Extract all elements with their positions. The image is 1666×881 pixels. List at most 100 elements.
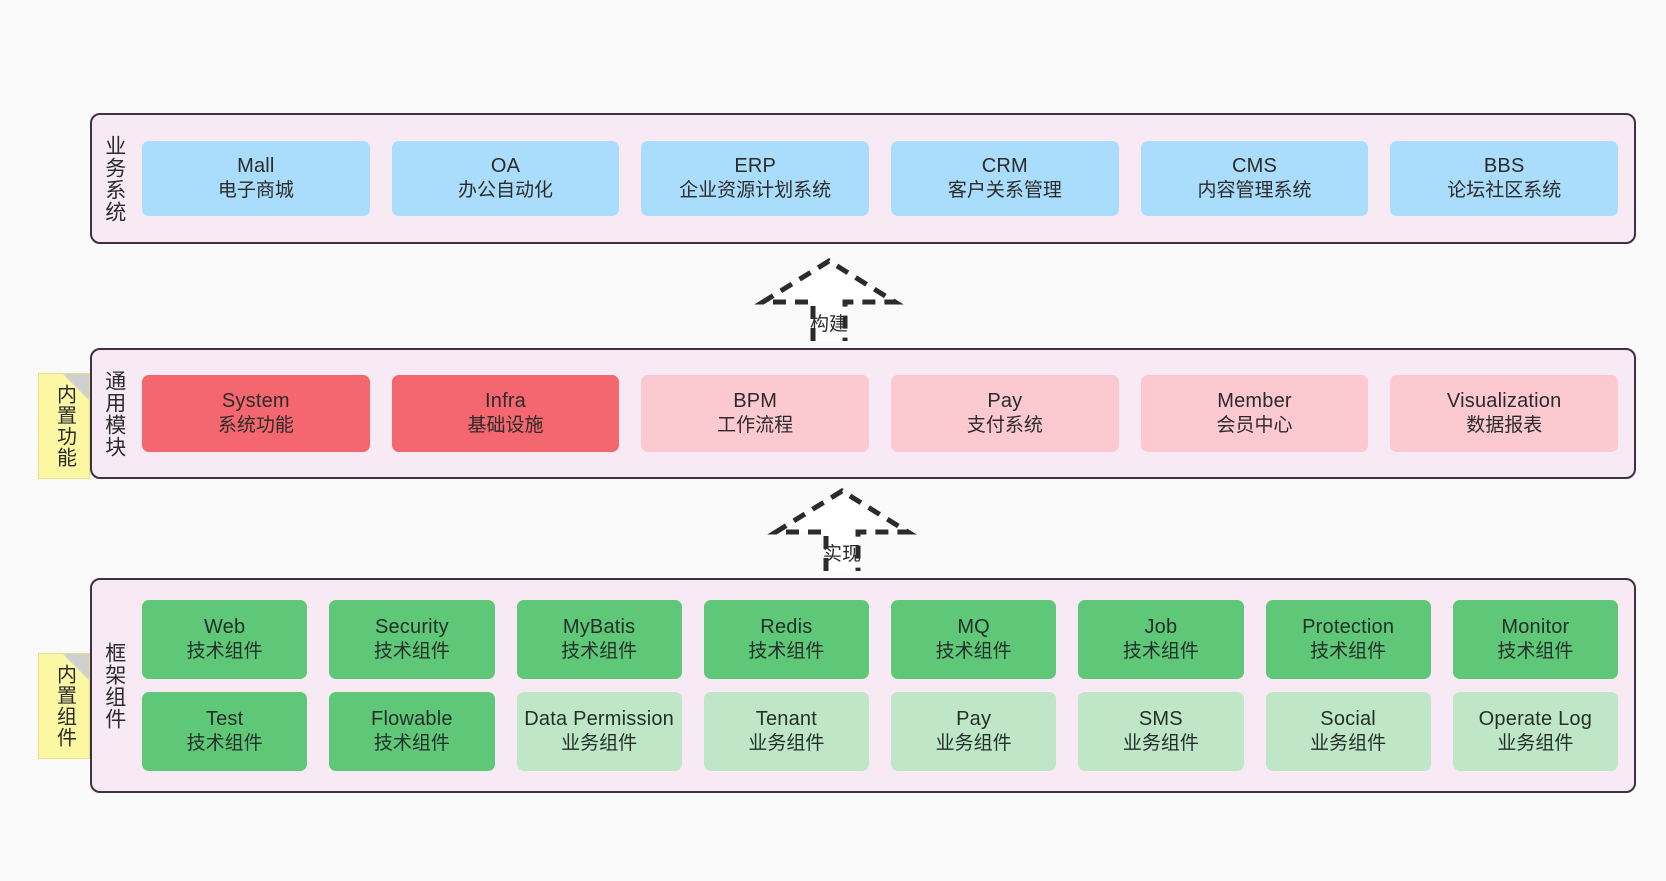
node-erp-en: ERP <box>734 154 777 177</box>
node-erp-cn: 企业资源计划系统 <box>679 179 832 201</box>
node-protection[interactable]: Protection 技术组件 <box>1265 600 1431 679</box>
node-oa-en: OA <box>490 154 521 177</box>
node-protection-en: Protection <box>1302 615 1395 638</box>
node-member-cn: 会员中心 <box>1216 414 1293 436</box>
node-flowable-cn: 技术组件 <box>373 732 450 754</box>
node-sms[interactable]: SMS 业务组件 <box>1078 692 1244 771</box>
node-cms[interactable]: CMS 内容管理系统 <box>1140 141 1369 216</box>
node-system-en: System <box>221 389 290 412</box>
layer-framework-row-tech: Web 技术组件 Security 技术组件 MyBatis 技术组件 Redi… <box>142 600 1618 679</box>
sticky-note-builtin-features[interactable]: 内置功能 <box>38 373 90 479</box>
node-crm[interactable]: CRM 客户关系管理 <box>891 141 1119 216</box>
node-social[interactable]: Social 业务组件 <box>1265 692 1431 771</box>
connector-implement-label: 实现 <box>822 544 861 565</box>
node-system[interactable]: System 系统功能 <box>142 375 370 452</box>
node-member-en: Member <box>1217 389 1292 412</box>
node-erp[interactable]: ERP 企业资源计划系统 <box>641 141 870 216</box>
sticky-note-builtin-components-label: 内置组件 <box>53 664 76 748</box>
node-mq[interactable]: MQ 技术组件 <box>891 600 1057 679</box>
node-data-permission-en: Data Permission <box>524 707 674 730</box>
node-tenant-cn: 业务组件 <box>748 732 825 754</box>
node-mall-en: Mall <box>237 154 275 177</box>
node-mall-cn: 电子商城 <box>217 179 294 201</box>
layer-business: 业务系统 Mall 电子商城 OA 办公自动化 ERP 企业资源计划系统 CRM <box>90 113 1636 244</box>
connector-implement-arrow: 实现 <box>767 488 917 572</box>
node-security-cn: 技术组件 <box>373 640 450 662</box>
node-social-cn: 业务组件 <box>1310 732 1387 754</box>
node-test-cn: 技术组件 <box>186 732 263 754</box>
node-security-en: Security <box>374 615 449 638</box>
node-crm-cn: 客户关系管理 <box>947 179 1062 201</box>
node-system-cn: 系统功能 <box>217 414 294 436</box>
node-flowable[interactable]: Flowable 技术组件 <box>329 692 495 771</box>
node-monitor-cn: 技术组件 <box>1497 640 1574 662</box>
node-redis[interactable]: Redis 技术组件 <box>703 600 869 679</box>
node-mybatis[interactable]: MyBatis 技术组件 <box>516 600 682 679</box>
layer-framework-components: 框架组件 Web 技术组件 Security 技术组件 MyBatis 技术组件… <box>90 578 1636 793</box>
node-visualization-cn: 数据报表 <box>1466 414 1543 436</box>
layer-common-modules-title: 通用模块 <box>102 369 126 458</box>
layer-business-row: Mall 电子商城 OA 办公自动化 ERP 企业资源计划系统 CRM 客户关系… <box>142 141 1619 216</box>
node-protection-cn: 技术组件 <box>1310 640 1387 662</box>
node-bpm[interactable]: BPM 工作流程 <box>641 375 870 452</box>
node-sms-cn: 业务组件 <box>1122 732 1199 754</box>
node-operate-log[interactable]: Operate Log 业务组件 <box>1452 692 1618 771</box>
node-redis-en: Redis <box>760 615 813 638</box>
node-web-en: Web <box>203 615 246 638</box>
node-infra-cn: 基础设施 <box>467 414 544 436</box>
node-visualization-en: Visualization <box>1446 389 1562 412</box>
node-monitor-en: Monitor <box>1501 615 1570 638</box>
node-social-en: Social <box>1320 707 1376 730</box>
layer-common-modules-row: System 系统功能 Infra 基础设施 BPM 工作流程 Pay 支付系统… <box>142 375 1619 452</box>
node-flowable-en: Flowable <box>371 707 453 730</box>
node-cms-en: CMS <box>1232 154 1278 177</box>
node-crm-en: CRM <box>981 154 1028 177</box>
node-web[interactable]: Web 技术组件 <box>142 600 308 679</box>
node-monitor[interactable]: Monitor 技术组件 <box>1452 600 1618 679</box>
node-operate-log-cn: 业务组件 <box>1497 732 1574 754</box>
sticky-note-builtin-features-label: 内置功能 <box>53 384 76 468</box>
layer-common-modules: 通用模块 System 系统功能 Infra 基础设施 BPM 工作流程 Pay <box>90 348 1636 479</box>
node-tenant[interactable]: Tenant 业务组件 <box>703 692 869 771</box>
node-data-permission[interactable]: Data Permission 业务组件 <box>516 692 682 771</box>
node-sms-en: SMS <box>1138 707 1183 730</box>
node-mq-en: MQ <box>957 615 990 638</box>
node-oa[interactable]: OA 办公自动化 <box>391 141 620 216</box>
node-mall[interactable]: Mall 电子商城 <box>142 141 370 216</box>
node-test[interactable]: Test 技术组件 <box>142 692 308 771</box>
node-job-en: Job <box>1144 615 1178 638</box>
layer-common-modules-body: System 系统功能 Infra 基础设施 BPM 工作流程 Pay 支付系统… <box>136 350 1634 477</box>
connector-build-arrow: 构建 <box>754 258 904 342</box>
layer-framework-row-business: Test 技术组件 Flowable 技术组件 Data Permission … <box>142 692 1618 771</box>
node-oa-cn: 办公自动化 <box>458 179 554 201</box>
node-member[interactable]: Member 会员中心 <box>1140 375 1369 452</box>
node-operate-log-en: Operate Log <box>1478 707 1593 730</box>
layer-framework-components-title: 框架组件 <box>102 641 126 730</box>
node-pay-component-en: Pay <box>956 707 992 730</box>
node-pay-module-cn: 支付系统 <box>966 414 1043 436</box>
node-mq-cn: 技术组件 <box>935 640 1012 662</box>
node-mybatis-en: MyBatis <box>562 615 636 638</box>
connector-build-label: 构建 <box>809 314 848 335</box>
layer-business-body: Mall 电子商城 OA 办公自动化 ERP 企业资源计划系统 CRM 客户关系… <box>136 115 1634 242</box>
node-redis-cn: 技术组件 <box>748 640 825 662</box>
note-fold-icon <box>63 374 89 400</box>
node-web-cn: 技术组件 <box>186 640 263 662</box>
node-infra-en: Infra <box>484 389 527 412</box>
node-pay-component[interactable]: Pay 业务组件 <box>891 692 1057 771</box>
node-security[interactable]: Security 技术组件 <box>329 600 495 679</box>
node-cms-cn: 内容管理系统 <box>1197 179 1312 201</box>
node-pay-component-cn: 业务组件 <box>935 732 1012 754</box>
sticky-note-builtin-components[interactable]: 内置组件 <box>38 653 90 759</box>
node-pay-module-en: Pay <box>987 389 1023 412</box>
node-bbs-cn: 论坛社区系统 <box>1447 179 1562 201</box>
node-pay-module[interactable]: Pay 支付系统 <box>891 375 1119 452</box>
node-infra[interactable]: Infra 基础设施 <box>391 375 620 452</box>
node-mybatis-cn: 技术组件 <box>561 640 638 662</box>
node-bpm-cn: 工作流程 <box>717 414 794 436</box>
node-bbs-en: BBS <box>1483 154 1525 177</box>
node-job[interactable]: Job 技术组件 <box>1078 600 1244 679</box>
node-bbs[interactable]: BBS 论坛社区系统 <box>1390 141 1619 216</box>
node-visualization[interactable]: Visualization 数据报表 <box>1390 375 1619 452</box>
